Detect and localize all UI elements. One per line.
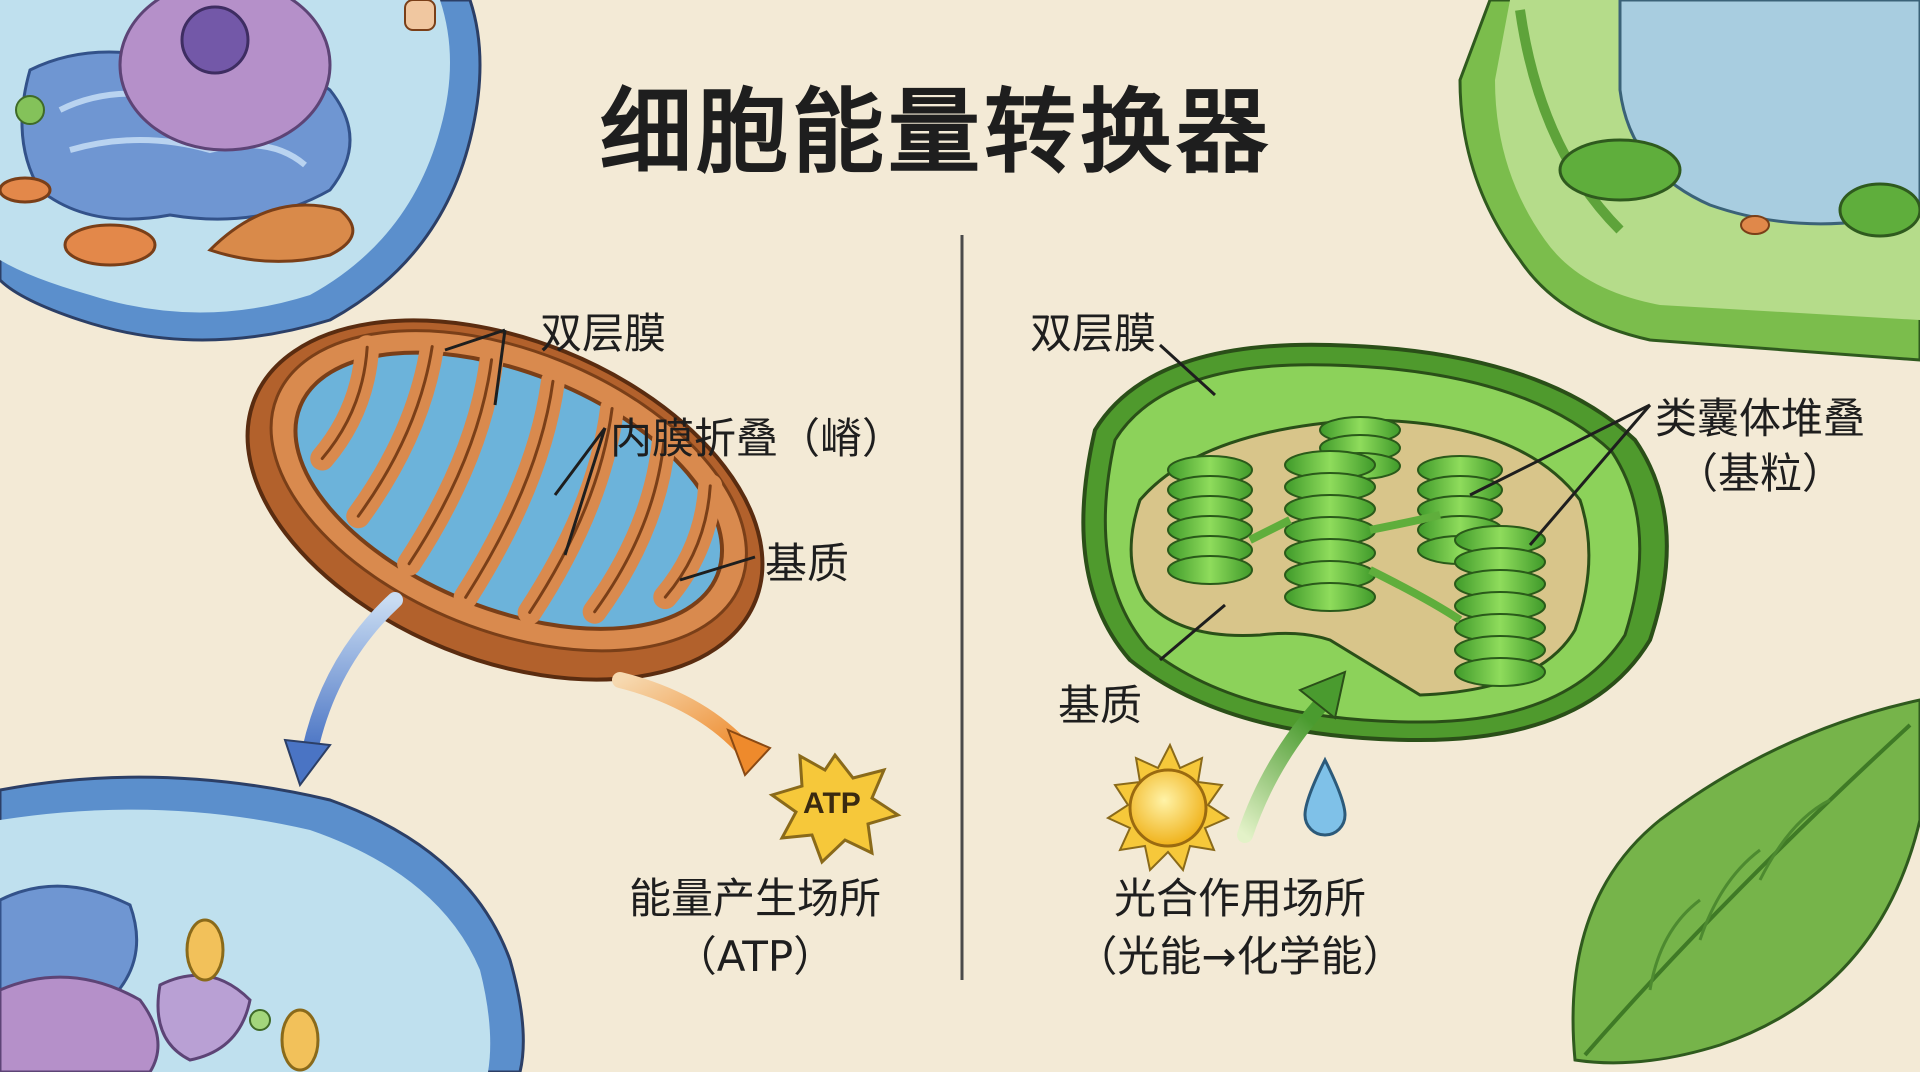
animal-cell-top-left: [0, 0, 482, 342]
chloro-label-stroma: 基质: [1058, 681, 1143, 730]
mitochondrion: [245, 318, 765, 682]
chloro-leader-lines: [1158, 343, 1652, 662]
mito-caption-line1: 能量产生场所: [628, 874, 881, 923]
atp-star-icon: [768, 752, 902, 865]
plant-cell-top-right: [1458, 0, 1920, 362]
chloro-caption-line2: （光能→化学能）: [1075, 932, 1405, 981]
mito-label-matrix: 基质: [765, 539, 850, 588]
page-title: 细胞能量转换器: [600, 79, 1273, 186]
chloro-label-double-membrane: 双层膜: [1030, 309, 1157, 358]
chloro-label-granum: （基粒）: [1675, 449, 1844, 498]
water-drop-icon: [1303, 756, 1347, 837]
leaf-icon: [1571, 698, 1920, 1065]
blue-arrow: [302, 592, 403, 758]
mito-caption-line2: （ATP）: [674, 932, 836, 981]
chloro-caption-line1: 光合作用场所: [1113, 874, 1366, 923]
chloroplast: [1081, 342, 1669, 743]
mito-leader-lines: [444, 328, 756, 582]
mito-label-cristae: 内膜折叠（嵴）: [610, 414, 905, 463]
green-arrow: [1237, 692, 1333, 843]
mito-label-double-membrane: 双层膜: [540, 309, 667, 358]
animal-cell-bottom-left: [0, 775, 525, 1072]
atp-badge-text: ATP: [803, 787, 861, 820]
orange-arrow: [612, 672, 753, 758]
sun-icon: [1105, 742, 1231, 873]
chloro-label-thylakoid: 类囊体堆叠: [1654, 394, 1865, 443]
